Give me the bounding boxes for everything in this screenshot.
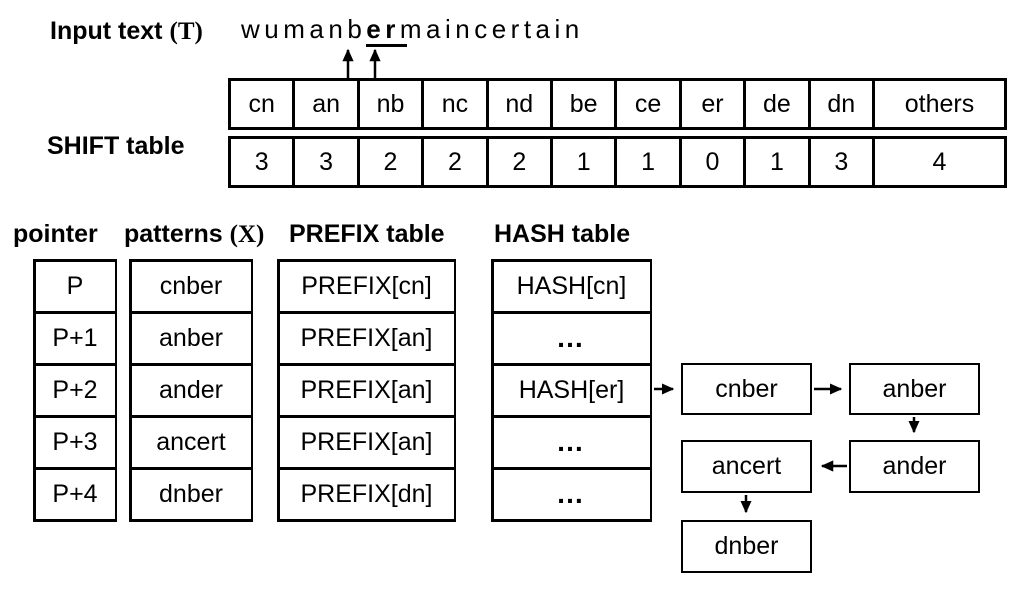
shift-key-cell: ce xyxy=(617,81,679,127)
prefix-cell: PREFIX[dn] xyxy=(279,469,454,519)
pointer-cell: P+4 xyxy=(35,469,115,519)
prefix-cell: PREFIX[cn] xyxy=(279,261,454,311)
shift-value-cell: 3 xyxy=(231,139,293,185)
shift-key-cell: nb xyxy=(359,81,422,127)
pointer-cell: P+3 xyxy=(35,417,115,467)
prefix-table: PREFIX[cn] PREFIX[an] PREFIX[an] PREFIX[… xyxy=(277,259,456,522)
prefix-cell: PREFIX[an] xyxy=(279,313,454,363)
shift-key-cell: nc xyxy=(424,81,486,127)
input-string-before: wumanb xyxy=(241,14,367,44)
pointer-cell: P+1 xyxy=(35,313,115,363)
pointer-cell: P xyxy=(35,261,115,311)
shift-value-cell: 1 xyxy=(553,139,615,185)
input-text-symbol: (T) xyxy=(169,18,203,45)
shift-value-cell: 2 xyxy=(488,139,550,185)
chain-node-dnber: dnber xyxy=(681,520,812,573)
pattern-cell: ancert xyxy=(131,417,251,467)
input-string-highlight: er xyxy=(366,14,407,47)
hash-cell-ellipsis: … xyxy=(493,469,650,519)
shift-value-cell: 2 xyxy=(359,139,422,185)
input-text-label-text: Input text xyxy=(50,17,163,45)
shift-table: cn an nb nc nd be ce er de dn others 3 3… xyxy=(228,78,1007,188)
pattern-cell: ander xyxy=(131,365,251,415)
hash-cell-ellipsis: … xyxy=(493,313,650,363)
chain-node-anber: anber xyxy=(849,363,980,415)
patterns-column-header: patterns(X) xyxy=(124,220,264,249)
hash-cell: HASH[cn] xyxy=(493,261,650,311)
input-text-label: Input text(T) xyxy=(50,17,203,46)
hash-cell: HASH[er] xyxy=(493,365,650,415)
prefix-cell: PREFIX[an] xyxy=(279,365,454,415)
prefix-cell: PREFIX[an] xyxy=(279,417,454,467)
shift-table-label: SHIFT table xyxy=(47,132,185,160)
hash-cell-ellipsis: … xyxy=(493,417,650,467)
shift-value-cell: 1 xyxy=(746,139,808,185)
shift-value-cell-others: 4 xyxy=(875,139,1004,185)
shift-table-values-row: 3 3 2 2 2 1 1 0 1 3 4 xyxy=(228,136,1007,188)
shift-value-cell: 2 xyxy=(424,139,486,185)
chain-node-ancert: ancert xyxy=(681,440,812,493)
pattern-cell: anber xyxy=(131,313,251,363)
patterns-table: cnber anber ander ancert dnber xyxy=(129,259,253,522)
shift-table-keys-row: cn an nb nc nd be ce er de dn others xyxy=(228,78,1007,130)
shift-key-cell: cn xyxy=(231,81,293,127)
hash-table: HASH[cn] … HASH[er] … … xyxy=(491,259,652,522)
pattern-cell: dnber xyxy=(131,469,251,519)
pattern-cell: cnber xyxy=(131,261,251,311)
shift-value-cell: 3 xyxy=(810,139,872,185)
chain-node-ander: ander xyxy=(849,440,980,493)
shift-key-cell-others: others xyxy=(875,81,1004,127)
patterns-header-symbol: (X) xyxy=(229,221,265,248)
shift-key-cell: dn xyxy=(810,81,872,127)
chain-node-cnber: cnber xyxy=(681,363,812,415)
pointer-table: P P+1 P+2 P+3 P+4 xyxy=(33,259,117,522)
shift-value-cell: 0 xyxy=(681,139,744,185)
pointer-cell: P+2 xyxy=(35,365,115,415)
hash-column-header: HASH table xyxy=(494,220,631,248)
shift-key-cell: de xyxy=(746,81,808,127)
shift-key-cell: be xyxy=(553,81,615,127)
shift-value-cell: 1 xyxy=(617,139,679,185)
pointer-column-header: pointer xyxy=(13,220,98,248)
input-string-after: maincertain xyxy=(399,14,584,44)
prefix-column-header: PREFIX table xyxy=(289,220,445,248)
shift-key-cell: nd xyxy=(488,81,550,127)
patterns-header-text: patterns xyxy=(124,220,223,248)
input-string: wumanbermaincertain xyxy=(241,14,584,47)
shift-value-cell: 3 xyxy=(295,139,357,185)
shift-key-cell: an xyxy=(295,81,357,127)
shift-key-cell: er xyxy=(681,81,744,127)
